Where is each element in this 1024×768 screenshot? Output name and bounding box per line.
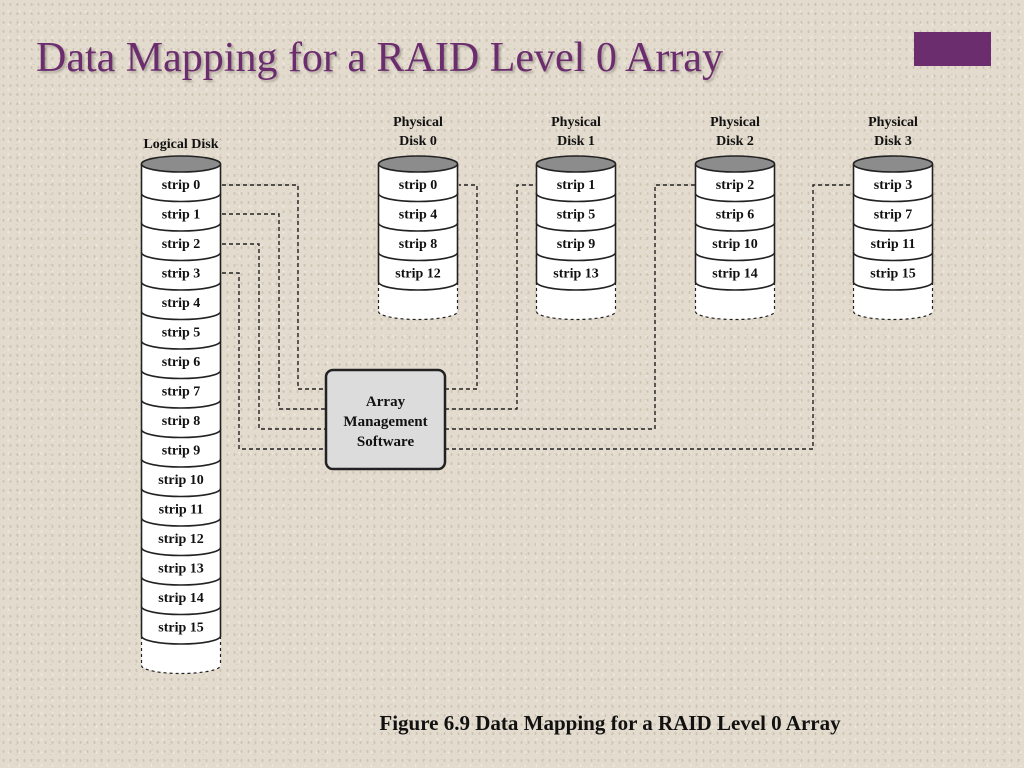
- physical-disk-3: strip 3 strip 7 strip 11 strip 15 PhysicalDi…: [852, 115, 934, 321]
- array-management-line: Array: [366, 394, 406, 410]
- strip-label: strip 10: [712, 237, 758, 252]
- disk-label: Disk 1: [557, 134, 595, 149]
- strip-label: strip 7: [162, 384, 201, 399]
- connector-physical-disk-2: [445, 184, 695, 430]
- disk-label: Physical: [551, 115, 601, 130]
- strip-label: strip 8: [162, 414, 201, 429]
- strip-label: strip 15: [158, 620, 204, 635]
- logical-disk: strip 0 strip 1 strip 2 strip 3 strip 4 strip…: [140, 137, 222, 675]
- physical-disks: strip 0 strip 4 strip 8 strip 12 PhysicalDis…: [377, 115, 934, 321]
- strip-label: strip 3: [874, 178, 913, 193]
- disk-label: Disk 2: [716, 134, 754, 149]
- strip-label: strip 4: [399, 207, 438, 222]
- strip-label: strip 5: [557, 207, 596, 222]
- disk-label: Disk 3: [874, 134, 912, 149]
- disk-label: Logical Disk: [143, 137, 218, 152]
- connector-physical-disk-1: [445, 184, 536, 410]
- array-management-line: Management: [343, 414, 427, 430]
- strip-label: strip 6: [716, 207, 755, 222]
- title-accent-bar: [914, 32, 991, 66]
- disk-label: Disk 0: [399, 134, 437, 149]
- physical-disk-1: strip 1 strip 5 strip 9 strip 13 PhysicalDis…: [535, 115, 617, 321]
- connector-logical-strip-0: [222, 184, 326, 390]
- strip-label: strip 0: [399, 178, 438, 193]
- strip-label: strip 11: [871, 237, 916, 252]
- strip-label: strip 6: [162, 355, 201, 370]
- strip-label: strip 13: [158, 561, 204, 576]
- strip-label: strip 14: [158, 591, 204, 606]
- strip-label: strip 7: [874, 207, 913, 222]
- connector-physical-disk-3: [445, 184, 853, 450]
- cylinder-top: [852, 155, 934, 173]
- strip-label: strip 2: [162, 237, 201, 252]
- slide-title: Data Mapping for a RAID Level 0 Array: [36, 35, 723, 81]
- connector-logical-strip-3: [222, 272, 326, 450]
- connector-logical-strip-2: [222, 243, 326, 430]
- cylinder-top: [140, 155, 222, 173]
- figure-caption: Figure 6.9 Data Mapping for a RAID Level…: [379, 711, 841, 735]
- strip-label: strip 11: [159, 502, 204, 517]
- physical-disk-0: strip 0 strip 4 strip 8 strip 12 PhysicalDis…: [377, 115, 459, 321]
- cylinder-top: [535, 155, 617, 173]
- logical-disk-cylinder: strip 0 strip 1 strip 2 strip 3 strip 4 strip…: [140, 137, 222, 675]
- strip-label: strip 12: [395, 266, 441, 281]
- strip-label: strip 5: [162, 325, 201, 340]
- connector-lines: [222, 184, 853, 450]
- strip-label: strip 2: [716, 178, 755, 193]
- strip-label: strip 1: [162, 207, 201, 222]
- strip-label: strip 9: [162, 443, 201, 458]
- strip-label: strip 13: [553, 266, 599, 281]
- strip-label: strip 15: [870, 266, 916, 281]
- strip-label: strip 4: [162, 296, 201, 311]
- disk-label: Physical: [868, 115, 918, 130]
- connector-logical-strip-1: [222, 213, 326, 410]
- cylinder-top: [377, 155, 459, 173]
- strip-label: strip 14: [712, 266, 758, 281]
- disk-label: Physical: [710, 115, 760, 130]
- disk-label: Physical: [393, 115, 443, 130]
- array-management-rect: [324, 368, 447, 471]
- strip-label: strip 1: [557, 178, 596, 193]
- strip-label: strip 9: [557, 237, 596, 252]
- connector-physical-disk-0: [445, 184, 478, 390]
- strip-label: strip 0: [162, 178, 201, 193]
- strip-label: strip 3: [162, 266, 201, 281]
- physical-disk-2: strip 2 strip 6 strip 10 strip 14 PhysicalDi…: [694, 115, 776, 321]
- strip-label: strip 10: [158, 473, 204, 488]
- array-management-line: Software: [357, 434, 415, 450]
- strip-label: strip 8: [399, 237, 438, 252]
- strip-label: strip 12: [158, 532, 204, 547]
- cylinder-top: [694, 155, 776, 173]
